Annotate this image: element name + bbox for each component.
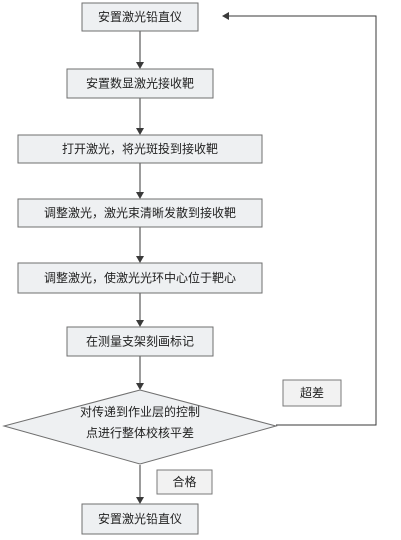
step-3: 打开激光，将光斑投到接收靶 [17, 134, 263, 164]
pass-label: 合格 [156, 469, 213, 495]
step-6-label: 在测量支架刻画标记 [86, 335, 194, 349]
connectors [136, 12, 377, 504]
fail-label-text: 超差 [300, 385, 324, 400]
step-2: 安置数显激光接收靶 [66, 68, 214, 99]
step-5-label: 调整激光，使激光光环中心位于靶心 [44, 270, 236, 285]
pass-label-text: 合格 [172, 474, 196, 489]
step-1-label: 安置激光铅直仪 [98, 9, 182, 24]
step-1: 安置激光铅直仪 [81, 2, 199, 32]
step-4: 调整激光，激光束清晰发散到接收靶 [17, 198, 263, 228]
step-5: 调整激光，使激光光环中心位于靶心 [17, 262, 263, 294]
decision: 对传递到作业层的控制 点进行整体校核平差 [2, 389, 278, 465]
step-6: 在测量支架刻画标记 [66, 326, 214, 357]
final-step: 安置激光铅直仪 [81, 503, 199, 535]
final-step-label: 安置激光铅直仪 [98, 511, 182, 526]
decision-line-1: 对传递到作业层的控制 [80, 404, 200, 419]
step-2-label: 安置数显激光接收靶 [86, 76, 194, 91]
step-4-label: 调整激光，激光束清晰发散到接收靶 [44, 205, 236, 220]
fail-label: 超差 [282, 379, 342, 407]
step-3-label: 打开激光，将光斑投到接收靶 [62, 141, 218, 156]
decision-line-2: 点进行整体校核平差 [86, 425, 194, 440]
